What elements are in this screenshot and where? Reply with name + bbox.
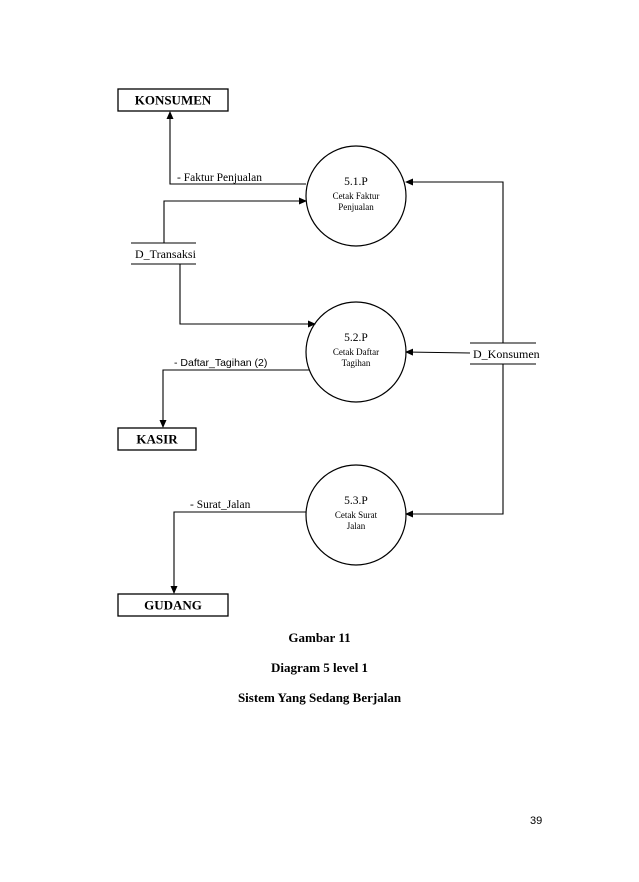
flow-konsumen-to-5-3 [405, 364, 504, 518]
flow-transaksi-to-5-2 [179, 264, 316, 328]
process-5-3-name-line2: Jalan [347, 521, 366, 531]
flow-surat-jalan [170, 511, 306, 594]
figure-title: Diagram 5 level 1 [270, 660, 369, 675]
flow-faktur-penjualan [166, 111, 306, 185]
process-5-2-name-line1: Cetak Daftar [333, 347, 379, 357]
entity-kasir: KASIR [117, 427, 197, 451]
entity-gudang-label: GUDANG [144, 598, 202, 613]
process-5-1-id: 5.1.P [344, 176, 368, 188]
entity-konsumen: KONSUMEN [117, 88, 229, 112]
flow-daftar-tagihan-label: - Daftar_Tagihan (2) [174, 357, 267, 369]
store-d-konsumen: D_Konsumen [470, 342, 540, 365]
entity-konsumen-label: KONSUMEN [135, 93, 212, 108]
store-d-konsumen-label: D_Konsumen [473, 347, 540, 361]
process-5-3: 5.3.P Cetak Surat Jalan [305, 464, 407, 566]
flow-konsumen-to-5-1 [405, 178, 504, 343]
entity-kasir-label: KASIR [136, 432, 178, 447]
store-d-transaksi-label: D_Transaksi [135, 247, 197, 261]
page-number: 39 [530, 815, 543, 827]
process-5-3-name-line1: Cetak Surat [335, 510, 378, 520]
process-5-2: 5.2.P Cetak Daftar Tagihan [305, 301, 407, 403]
figure-number: Gambar 11 [288, 630, 351, 645]
flow-konsumen-to-5-2 [405, 348, 471, 356]
process-5-1-name-line2: Penjualan [338, 202, 374, 212]
figure-subtitle: Sistem Yang Sedang Berjalan [237, 690, 402, 705]
flow-daftar-tagihan [159, 369, 309, 428]
flow-surat-jalan-label: - Surat_Jalan [190, 499, 251, 511]
flow-faktur-penjualan-label: - Faktur Penjualan [177, 172, 262, 184]
process-5-2-name-line2: Tagihan [342, 358, 371, 368]
process-5-1-name-line1: Cetak Faktur [333, 191, 380, 201]
process-5-2-id: 5.2.P [344, 332, 368, 344]
process-5-1: 5.1.P Cetak Faktur Penjualan [305, 145, 407, 247]
flow-transaksi-to-5-1 [163, 197, 307, 243]
store-d-transaksi: D_Transaksi [131, 242, 197, 265]
process-5-3-id: 5.3.P [344, 495, 368, 507]
entity-gudang: GUDANG [117, 593, 229, 617]
